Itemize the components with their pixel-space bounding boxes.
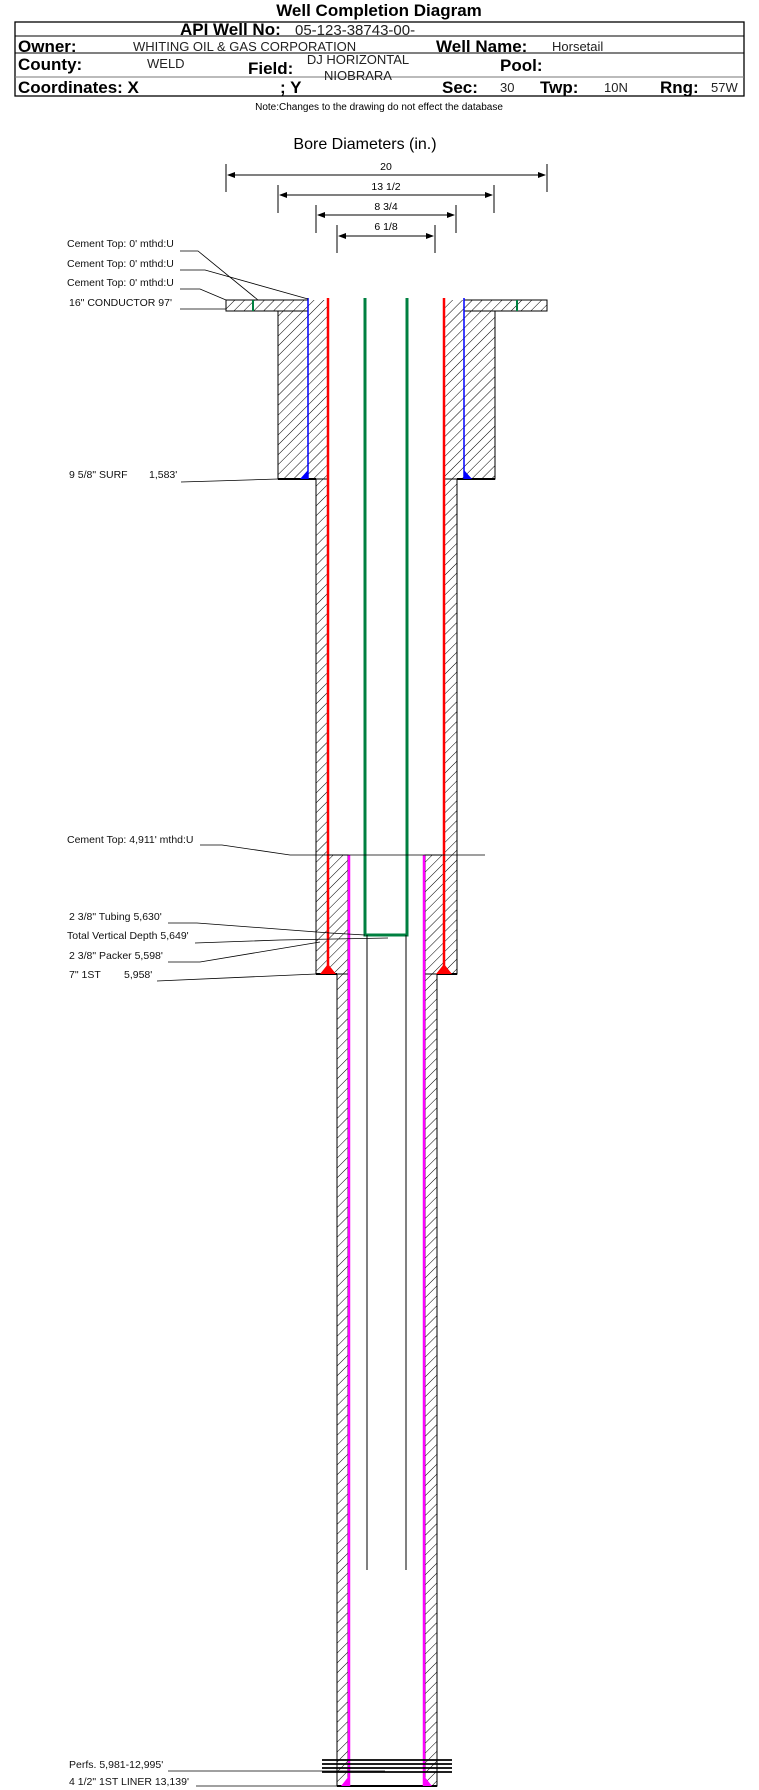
pool-label: Pool: — [500, 56, 543, 75]
dimension-8-3-4: 8 3/4 — [374, 201, 398, 213]
labels: Cement Top: 0' mthd:U Cement Top: 0' mth… — [67, 238, 194, 1788]
label-liner: 4 1/2" 1ST LINER 13,139' — [69, 1776, 189, 1788]
twp-value: 10N — [604, 80, 628, 95]
label-cement-top-1: Cement Top: 0' mthd:U — [67, 238, 174, 250]
owner-label: Owner: — [18, 37, 77, 56]
dimension-13-1-2: 13 1/2 — [371, 181, 400, 193]
liner-cement-right — [424, 973, 438, 1787]
county-label: County: — [18, 55, 82, 74]
dimension-lines — [225, 164, 548, 253]
well-name-label: Well Name: — [436, 37, 527, 56]
rng-label: Rng: — [660, 78, 699, 97]
field-label: Field: — [248, 59, 293, 78]
perforations — [322, 1759, 452, 1773]
twp-label: Twp: — [540, 78, 578, 97]
label-surface-depth: 1,583' — [149, 469, 177, 481]
leader-lines — [156, 250, 485, 1787]
api-label: API Well No: — [180, 20, 281, 39]
note-text: Note:Changes to the drawing do not effec… — [255, 102, 503, 113]
label-production-depth: 5,958' — [124, 969, 152, 981]
surface-annulus-right — [444, 300, 464, 479]
dimension-6-1-8: 6 1/8 — [374, 221, 398, 233]
dimension-20: 20 — [380, 161, 392, 173]
header-table: API Well No: 05-123-38743-00- Owner: WHI… — [14, 20, 745, 97]
label-conductor: 16" CONDUCTOR 97' — [69, 297, 172, 309]
label-tubing: 2 3/8" Tubing 5,630' — [69, 911, 162, 923]
tubing — [363, 298, 409, 937]
intermediate-cement-left — [315, 478, 329, 975]
liner-cement-left — [336, 973, 349, 1787]
label-surface-casing: 9 5/8" SURF — [69, 469, 128, 481]
owner-value: WHITING OIL & GAS CORPORATION — [133, 39, 356, 54]
intermediate-cement-right — [443, 478, 458, 975]
rng-value: 57W — [711, 80, 738, 95]
sec-value: 30 — [500, 80, 514, 95]
bore-diameters-title: Bore Diameters (in.) — [293, 136, 436, 153]
surface-cement-left — [277, 310, 309, 480]
label-production-casing: 7" 1ST — [69, 969, 101, 981]
label-total-vertical-depth: Total Vertical Depth 5,649' — [67, 930, 189, 942]
field-value-2: NIOBRARA — [324, 68, 392, 83]
label-perforations: Perfs. 5,981-12,995' — [69, 1759, 163, 1771]
surface-cement-right — [463, 310, 496, 480]
y-label: ; Y — [280, 78, 302, 97]
wellbore — [225, 298, 548, 1787]
field-value-1: DJ HORIZONTAL — [307, 52, 409, 67]
label-packer: 2 3/8" Packer 5,598' — [69, 950, 163, 962]
county-value: WELD — [147, 56, 185, 71]
conductor-left — [225, 299, 309, 312]
page-title: Well Completion Diagram — [276, 1, 482, 20]
sec-label: Sec: — [442, 78, 478, 97]
label-cement-top-2: Cement Top: 0' mthd:U — [67, 258, 174, 270]
label-cement-top-4: Cement Top: 4,911' mthd:U — [67, 834, 194, 846]
well-name-value: Horsetail — [552, 39, 603, 54]
coordinates-label: Coordinates: X — [18, 78, 140, 97]
label-cement-top-3: Cement Top: 0' mthd:U — [67, 277, 174, 289]
surface-annulus-left — [308, 300, 328, 479]
conductor-right — [463, 299, 548, 312]
api-value: 05-123-38743-00- — [295, 22, 415, 39]
